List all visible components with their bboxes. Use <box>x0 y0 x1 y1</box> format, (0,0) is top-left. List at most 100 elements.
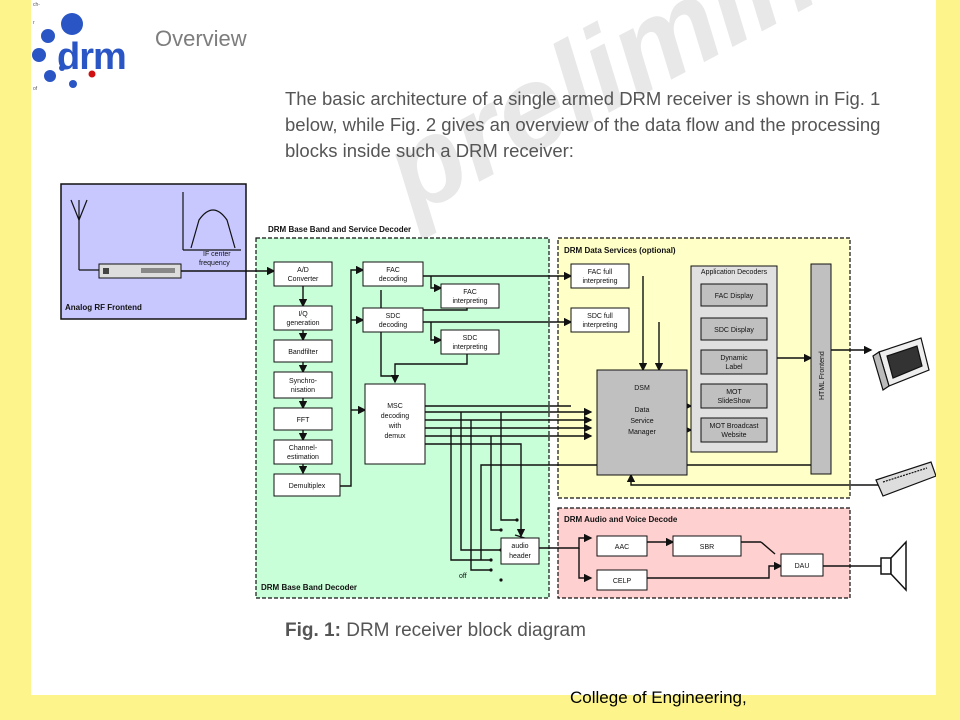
sbr-block: SBR <box>672 535 742 557</box>
svg-text:interpreting: interpreting <box>582 278 617 285</box>
svg-text:MOT: MOT <box>726 389 742 396</box>
svg-text:interpreting: interpreting <box>582 322 617 329</box>
figure-caption-text: DRM receiver block diagram <box>346 620 586 641</box>
footer-text: College of Engineering, <box>570 688 747 707</box>
svg-text:with: with <box>388 423 402 430</box>
svg-text:generation: generation <box>286 320 319 327</box>
svg-text:DAU: DAU <box>795 563 810 570</box>
spectrum-plot-icon <box>182 192 241 251</box>
svg-text:Converter: Converter <box>288 276 319 283</box>
fac-decoding-block: FAC decoding <box>362 261 424 287</box>
svg-text:SDC full: SDC full <box>587 313 613 320</box>
svg-text:estimation: estimation <box>287 454 319 461</box>
fft-block: FFT <box>273 407 333 431</box>
svg-text:SDC: SDC <box>463 335 478 342</box>
svg-text:Channel-: Channel- <box>289 445 318 452</box>
svg-text:nisation: nisation <box>291 387 315 394</box>
svg-text:FAC: FAC <box>463 289 477 296</box>
svg-text:MSC: MSC <box>387 403 403 410</box>
svg-text:FAC: FAC <box>386 267 400 274</box>
speaker-icon <box>880 540 907 592</box>
demultiplex-block: Demultiplex <box>273 473 341 497</box>
iq-generation-block: I/Q generation <box>273 305 333 331</box>
connection-lines <box>181 265 891 583</box>
svg-text:Bandfilter: Bandfilter <box>288 349 318 356</box>
svg-text:decoding: decoding <box>379 322 408 329</box>
svg-text:I/Q: I/Q <box>298 311 308 318</box>
svg-text:Website: Website <box>721 432 746 439</box>
dau-block: DAU <box>780 553 824 577</box>
drm-receiver-block-diagram: Analog RF Frontend DRM Base Band and Ser… <box>60 183 936 599</box>
svg-text:FAC Display: FAC Display <box>715 293 754 300</box>
page-title: Overview <box>155 26 247 51</box>
logo-side-text-3: of <box>33 86 38 92</box>
logo-dots-icon <box>32 13 83 88</box>
svg-text:FAC full: FAC full <box>588 269 613 276</box>
switch-off-label: off <box>459 573 467 580</box>
data-services-label: DRM Data Services (optional) <box>564 246 676 255</box>
svg-text:FFT: FFT <box>297 417 311 424</box>
svg-text:CELP: CELP <box>613 578 632 585</box>
svg-text:SDC Display: SDC Display <box>714 327 754 334</box>
keyboard-icon <box>875 461 936 497</box>
svg-text:AAC: AAC <box>615 544 629 551</box>
fac-interpreting-block: FAC interpreting <box>440 283 500 309</box>
svg-text:header: header <box>509 553 531 560</box>
svg-text:Label: Label <box>725 364 743 371</box>
svg-text:demux: demux <box>384 433 406 440</box>
figure-caption-prefix: Fig. 1: <box>285 620 341 641</box>
sdc-interpreting-block: SDC interpreting <box>440 329 500 355</box>
intro-paragraph: The basic architecture of a single armed… <box>285 88 881 161</box>
fac-full-interpreting-block: FAC full interpreting <box>570 263 630 289</box>
svg-text:HTML Frontend: HTML Frontend <box>819 351 826 400</box>
if-center-label-2: frequency <box>199 260 230 267</box>
baseband-label: DRM Base Band Decoder <box>261 583 357 592</box>
svg-text:SDC: SDC <box>386 313 401 320</box>
bandfilter-block: Bandfilter <box>273 339 333 363</box>
antenna-icon <box>70 199 99 271</box>
fac-display-block: FAC Display <box>700 283 768 307</box>
analog-frontend-region <box>60 183 247 320</box>
if-center-label-1: IF center <box>203 251 231 258</box>
synchronisation-block: Synchro- nisation <box>273 371 333 399</box>
svg-text:Demultiplex: Demultiplex <box>289 483 326 490</box>
svg-text:decoding: decoding <box>381 413 410 420</box>
channel-estimation-block: Channel- estimation <box>273 439 333 465</box>
svg-text:Dynamic: Dynamic <box>720 355 748 362</box>
svg-text:Synchro-: Synchro- <box>289 378 318 385</box>
html-frontend-block: HTML Frontend <box>810 263 832 475</box>
svg-text:Service: Service <box>630 418 653 425</box>
svg-text:Data: Data <box>635 407 650 414</box>
figure-caption: Fig. 1: DRM receiver block diagram <box>285 620 586 642</box>
baseband-service-label: DRM Base Band and Service Decoder <box>268 225 411 234</box>
svg-text:MOT Broadcast: MOT Broadcast <box>710 423 759 430</box>
slide-page: drm ch- r of Overview prelimin The basic… <box>31 0 936 695</box>
dsm-block: DSM Data Service Manager <box>596 369 688 476</box>
sdc-decoding-block: SDC decoding <box>362 307 424 333</box>
msc-decoding-block: MSC decoding with demux <box>364 383 426 465</box>
analog-frontend-label: Analog RF Frontend <box>65 303 142 312</box>
svg-text:audio: audio <box>511 543 528 550</box>
svg-text:Application Decoders: Application Decoders <box>701 269 768 276</box>
logo-side-text-2: r <box>33 20 35 26</box>
celp-block: CELP <box>596 569 648 591</box>
sdc-display-block: SDC Display <box>700 317 768 341</box>
svg-text:interpreting: interpreting <box>452 344 487 351</box>
dynamic-label-block: Dynamic Label <box>700 349 768 375</box>
receiver-device-icon <box>98 263 182 279</box>
logo-red-dot-icon <box>88 70 96 78</box>
svg-text:Manager: Manager <box>628 429 656 436</box>
ad-converter-block: A/D Converter <box>273 261 333 287</box>
monitor-icon <box>872 337 930 391</box>
mot-slideshow-block: MOT SlideShow <box>700 383 768 409</box>
svg-text:SlideShow: SlideShow <box>717 398 751 405</box>
sdc-full-interpreting-block: SDC full interpreting <box>570 307 630 333</box>
aac-block: AAC <box>596 535 648 557</box>
audio-label: DRM Audio and Voice Decode <box>564 515 678 524</box>
svg-text:A/D: A/D <box>297 267 309 274</box>
mot-broadcast-website-block: MOT Broadcast Website <box>700 417 768 443</box>
svg-text:interpreting: interpreting <box>452 298 487 305</box>
svg-text:decoding: decoding <box>379 276 408 283</box>
audio-header-block: audio header <box>500 537 540 565</box>
switch-contacts <box>489 518 519 582</box>
